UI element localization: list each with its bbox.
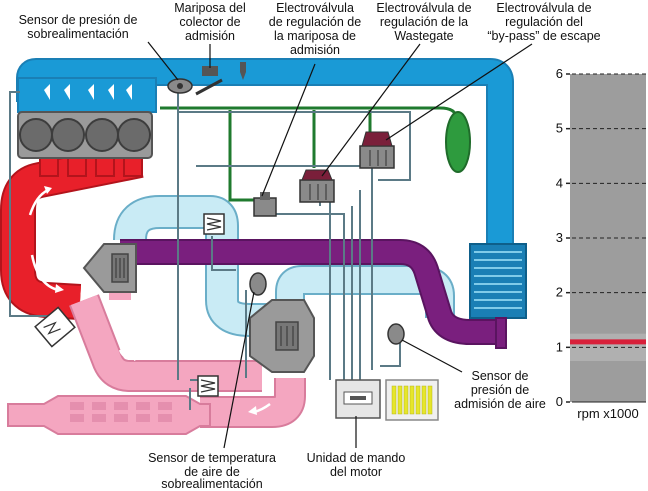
- bypass-solenoid-valve: [359, 131, 395, 169]
- throttle-solenoid-valve: [253, 192, 277, 217]
- engine-control-unit: [335, 379, 381, 419]
- wastegate-solenoid-valve: [299, 169, 335, 203]
- rpm-gauge-tick-label: 0: [556, 394, 563, 409]
- intake-duct: [16, 58, 514, 250]
- rpm-gauge-tick-label: 3: [556, 230, 563, 245]
- bypass-duct: [120, 239, 507, 349]
- label-line: regulación de la: [380, 15, 468, 29]
- label-line: de regulación de: [269, 15, 361, 29]
- label-line: sobrealimentación: [161, 477, 262, 491]
- rpm-gauge-tick-label: 4: [556, 175, 563, 190]
- intake-air-pressure-sensor: [387, 323, 405, 345]
- label-line: presión de: [471, 383, 529, 397]
- rpm-gauge-tick-label: 5: [556, 121, 563, 136]
- label-line: admisión de aire: [454, 397, 546, 411]
- label-line: Sensor de temperatura: [148, 451, 276, 465]
- turbocharger-low-pressure: [249, 299, 315, 373]
- label-bypass-valve: Electroválvula de regulación del “by-pas…: [487, 1, 600, 43]
- label-line: Sensor de: [472, 369, 529, 383]
- label-intake-throttle: Mariposa del colector de admisión: [174, 1, 246, 43]
- label-line: admisión: [185, 29, 235, 43]
- label-line: del motor: [330, 465, 382, 479]
- label-line: regulación del: [505, 15, 583, 29]
- label-line: admisión: [290, 43, 340, 57]
- rpm-gauge-tick-label: 6: [556, 66, 563, 81]
- intercooler: [469, 243, 527, 319]
- intake-throttle-flap: [195, 66, 223, 96]
- rpm-gauge-unit: rpm x1000: [577, 406, 638, 421]
- air-filter: [385, 379, 439, 421]
- wastegate-actuator-low: [197, 375, 219, 397]
- label-line: Electroválvula de: [376, 1, 471, 15]
- label-line: Sensor de presión de: [19, 13, 138, 27]
- label-line: la mariposa de: [274, 29, 356, 43]
- label-line: colector de: [179, 15, 240, 29]
- catalytic-converter: [7, 395, 211, 435]
- label-line: Wastegate: [394, 29, 453, 43]
- label-line: Unidad de mando: [307, 451, 406, 465]
- vacuum-reservoir: [445, 111, 471, 173]
- label-line: Mariposa del: [174, 1, 246, 15]
- rpm-gauge-tick-label: 1: [556, 339, 563, 354]
- injector-icon: [240, 62, 246, 80]
- turbocharger-high-pressure: [82, 243, 137, 293]
- rpm-gauge-tick-label: 2: [556, 285, 563, 300]
- label-line: Electroválvula de: [496, 1, 591, 15]
- label-throttle-valve: Electroválvula de regulación de la marip…: [269, 1, 361, 57]
- label-boost-sensor: Sensor de presión de sobrealimentación: [19, 13, 138, 41]
- charge-air-temp-sensor: [249, 272, 267, 296]
- label-ecu: Unidad de mando del motor: [307, 451, 406, 479]
- label-intake-pressure: Sensor de presión de admisión de aire: [454, 369, 546, 411]
- rpm-gauge-needle: [570, 339, 646, 345]
- label-line: Electroválvula: [276, 1, 354, 15]
- label-wastegate-valve: Electroválvula de regulación de la Waste…: [376, 1, 471, 43]
- label-air-temp: Sensor de temperatura de aire de sobreal…: [148, 451, 276, 491]
- bypass-actuator: [34, 306, 76, 348]
- engine-block: [17, 111, 153, 159]
- label-line: “by-pass” de escape: [487, 29, 600, 43]
- wastegate-actuator-high: [203, 213, 225, 235]
- boost-pressure-sensor: [167, 78, 193, 94]
- label-line: sobrealimentación: [27, 27, 128, 41]
- leader-lines: [147, 41, 533, 449]
- label-line: de aire de: [184, 465, 240, 479]
- rpm-gauge: 0 1 2 3 4 5 6 rpm x1000: [556, 66, 646, 421]
